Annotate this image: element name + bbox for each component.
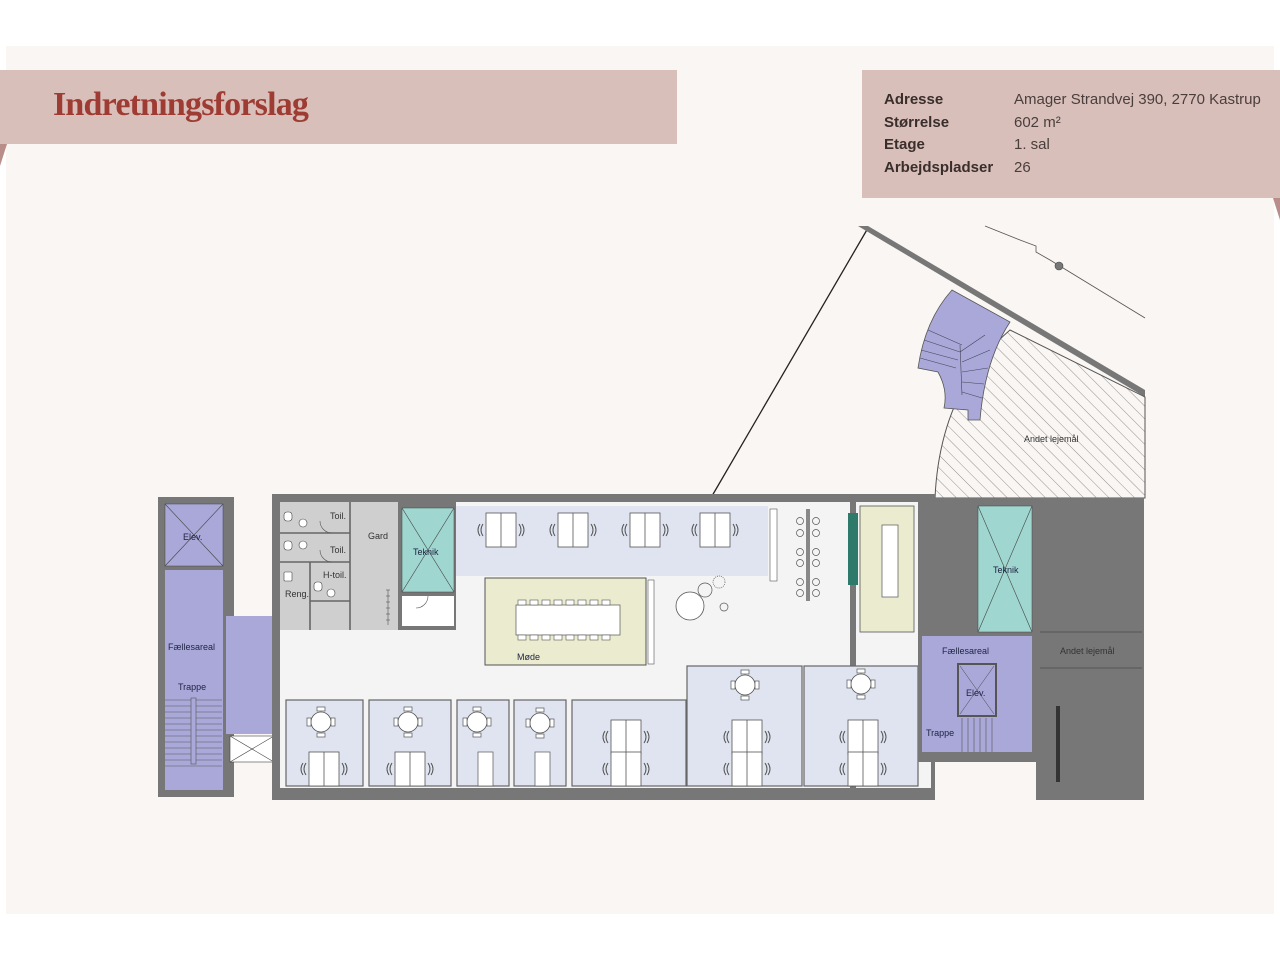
toilet-2-label: Toil. [330,545,346,555]
kitchen-counter [848,513,858,585]
info-value: 1. sal [1014,136,1050,153]
info-row-address: Adresse Amager Strandvej 390, 2770 Kastr… [884,91,1261,108]
info-value: Amager Strandvej 390, 2770 Kastrup [1014,91,1261,108]
h-toilet-label: H-toil. [323,570,347,580]
faellesareal-left-label: Fællesareal [168,642,215,652]
info-box-tab [1273,198,1280,220]
cleaning-room-label: Reng. [285,589,309,599]
property-info-box [862,70,1280,198]
faellesareal-right-label: Fællesareal [942,646,989,656]
info-value: 26 [1014,159,1031,176]
meeting-room-label: Møde [517,652,540,662]
info-label: Arbejdspladser [884,159,994,176]
spiral-staircase [917,289,1011,421]
info-row-workplaces: Arbejdspladser 26 [884,159,1031,176]
andet-lejemaal-right-label: Andet lejemål [1060,646,1115,656]
info-value: 602 m² [1014,114,1061,131]
elevator-left-label: Elev. [183,532,202,542]
teknik-left-label: Teknik [413,547,439,557]
lounge-table [675,591,705,621]
teknik-right-label: Teknik [993,565,1019,575]
info-row-size: Størrelse 602 m² [884,114,1061,131]
building-outline-line [711,227,869,497]
title-band [0,70,677,144]
andet-lejemaal-top-label: Andet lejemål [1024,434,1079,444]
trappe-right-label: Trappe [926,728,954,738]
info-label: Etage [884,136,925,153]
toilet-1-label: Toil. [330,511,346,521]
info-label: Adresse [884,91,944,108]
info-label: Størrelse [884,114,950,131]
exterior-wall [858,226,1145,397]
elevator-right-label: Elev. [966,688,985,698]
toilet-block [280,502,398,630]
info-row-floor: Etage 1. sal [884,136,1050,153]
trappe-left-label: Trappe [178,682,206,692]
page-title: Indretningsforslag [53,86,309,123]
wardrobe-label: Gard [368,531,388,541]
title-band-tab [0,144,7,166]
